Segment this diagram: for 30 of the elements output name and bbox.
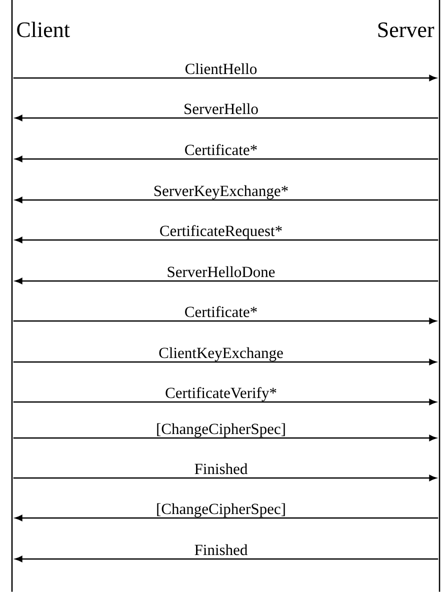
lifeline bbox=[438, 0, 440, 592]
arrow bbox=[15, 114, 438, 122]
arrow bbox=[15, 156, 438, 162]
edge-label: ClientKeyExchange bbox=[159, 347, 283, 362]
lifeline bbox=[11, 0, 13, 592]
arrow bbox=[15, 556, 438, 562]
edge-label: [ChangeCipherSpec] bbox=[157, 423, 285, 438]
arrow bbox=[13, 474, 436, 482]
participant-label: Client bbox=[17, 22, 70, 38]
arrow bbox=[13, 434, 436, 442]
edge-label: Finished bbox=[194, 463, 248, 474]
arrow bbox=[15, 196, 438, 204]
arrow bbox=[13, 318, 436, 324]
edge-label: ServerHelloDone bbox=[168, 266, 275, 278]
participant-label: Server bbox=[378, 22, 434, 38]
edge-label: ClientHello bbox=[185, 63, 257, 74]
edge-label: [ChangeCipherSpec] bbox=[157, 503, 285, 518]
edge-label: ServerKeyExchange* bbox=[154, 185, 288, 200]
edge-label: Certificate* bbox=[185, 306, 257, 318]
arrow bbox=[15, 278, 438, 284]
edge-label: Certificate* bbox=[185, 144, 257, 156]
arrow bbox=[13, 358, 436, 366]
arrow bbox=[15, 514, 438, 522]
edge-label: CertificateVerify* bbox=[166, 387, 276, 402]
arrow bbox=[13, 74, 436, 82]
edge-label: ServerHello bbox=[184, 103, 258, 114]
edge-label: Finished bbox=[194, 544, 248, 556]
edge-label: CertificateRequest* bbox=[160, 225, 282, 240]
arrow bbox=[13, 398, 436, 406]
arrow bbox=[15, 236, 438, 244]
